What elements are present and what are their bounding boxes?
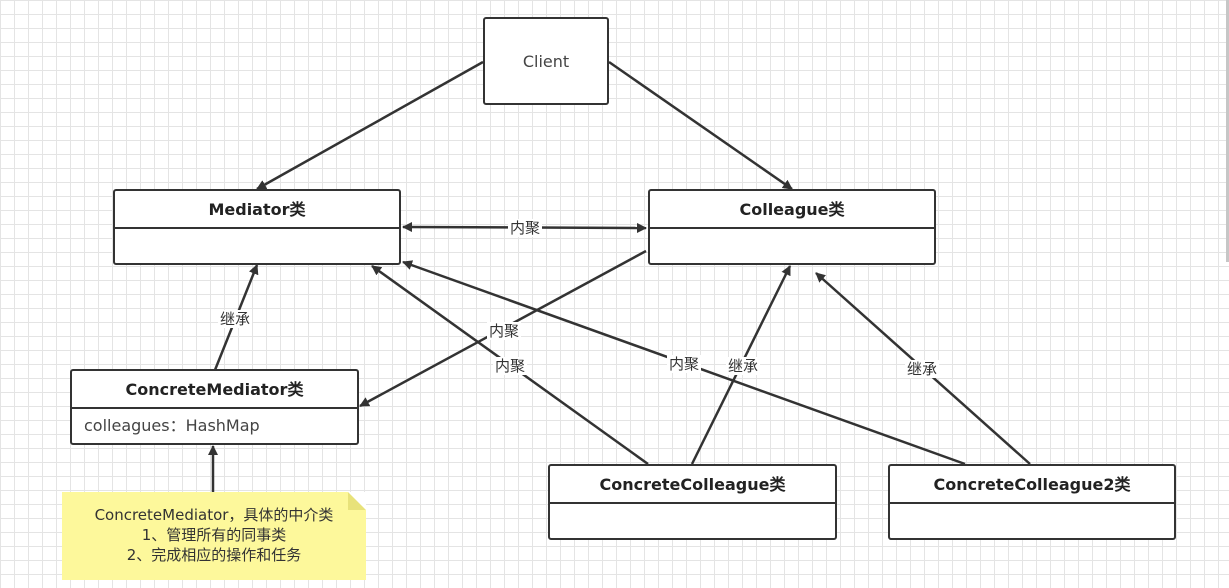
note-line-3: 2、完成相应的操作和任务	[126, 546, 302, 564]
concrete-colleague-class-title: ConcreteColleague类	[550, 466, 835, 504]
note-line-1: ConcreteMediator，具体的中介类	[94, 506, 334, 524]
cc-to-mediator-label: 内聚	[493, 357, 528, 375]
vertical-scrollbar[interactable]	[1226, 0, 1229, 262]
mediator-class-body	[115, 229, 399, 241]
inherit-cc2-label: 继承	[905, 360, 940, 378]
inherit-mediator-label: 继承	[218, 310, 253, 328]
client-to-mediator-arrow	[256, 60, 484, 191]
concrete-colleague2-class-body	[890, 504, 1174, 516]
colleague-class-body	[650, 229, 934, 241]
note-line-2: 1、管理所有的同事类	[141, 526, 287, 544]
inherit-cc-label: 继承	[726, 357, 761, 375]
client-box[interactable]: Client	[483, 17, 609, 105]
concrete-mediator-class-title: ConcreteMediator类	[72, 371, 357, 409]
mediator-colleague-label: 内聚	[508, 219, 543, 237]
concrete-mediator-class-box[interactable]: ConcreteMediator类 colleagues：HashMap	[70, 369, 359, 445]
client-label: Client	[522, 51, 570, 71]
concrete-colleague-class-box[interactable]: ConcreteColleague类	[548, 464, 837, 540]
client-to-colleague-arrow	[608, 60, 793, 191]
concrete-mediator-field: colleagues：HashMap	[84, 416, 260, 435]
cc2-to-mediator-label: 内聚	[667, 355, 702, 373]
colleague-class-box[interactable]: Colleague类	[648, 189, 936, 265]
concrete-colleague2-class-title: ConcreteColleague2类	[890, 466, 1174, 504]
colleague-class-title: Colleague类	[650, 191, 934, 229]
sticky-note[interactable]: ConcreteMediator，具体的中介类 1、管理所有的同事类 2、完成相…	[62, 492, 366, 580]
mediator-class-title: Mediator类	[115, 191, 399, 229]
colleague-to-concrete-mediator-label: 内聚	[487, 322, 522, 340]
concrete-colleague-class-body	[550, 504, 835, 516]
mediator-class-box[interactable]: Mediator类	[113, 189, 401, 265]
concrete-colleague2-class-box[interactable]: ConcreteColleague2类	[888, 464, 1176, 540]
note-fold-corner	[348, 492, 366, 510]
